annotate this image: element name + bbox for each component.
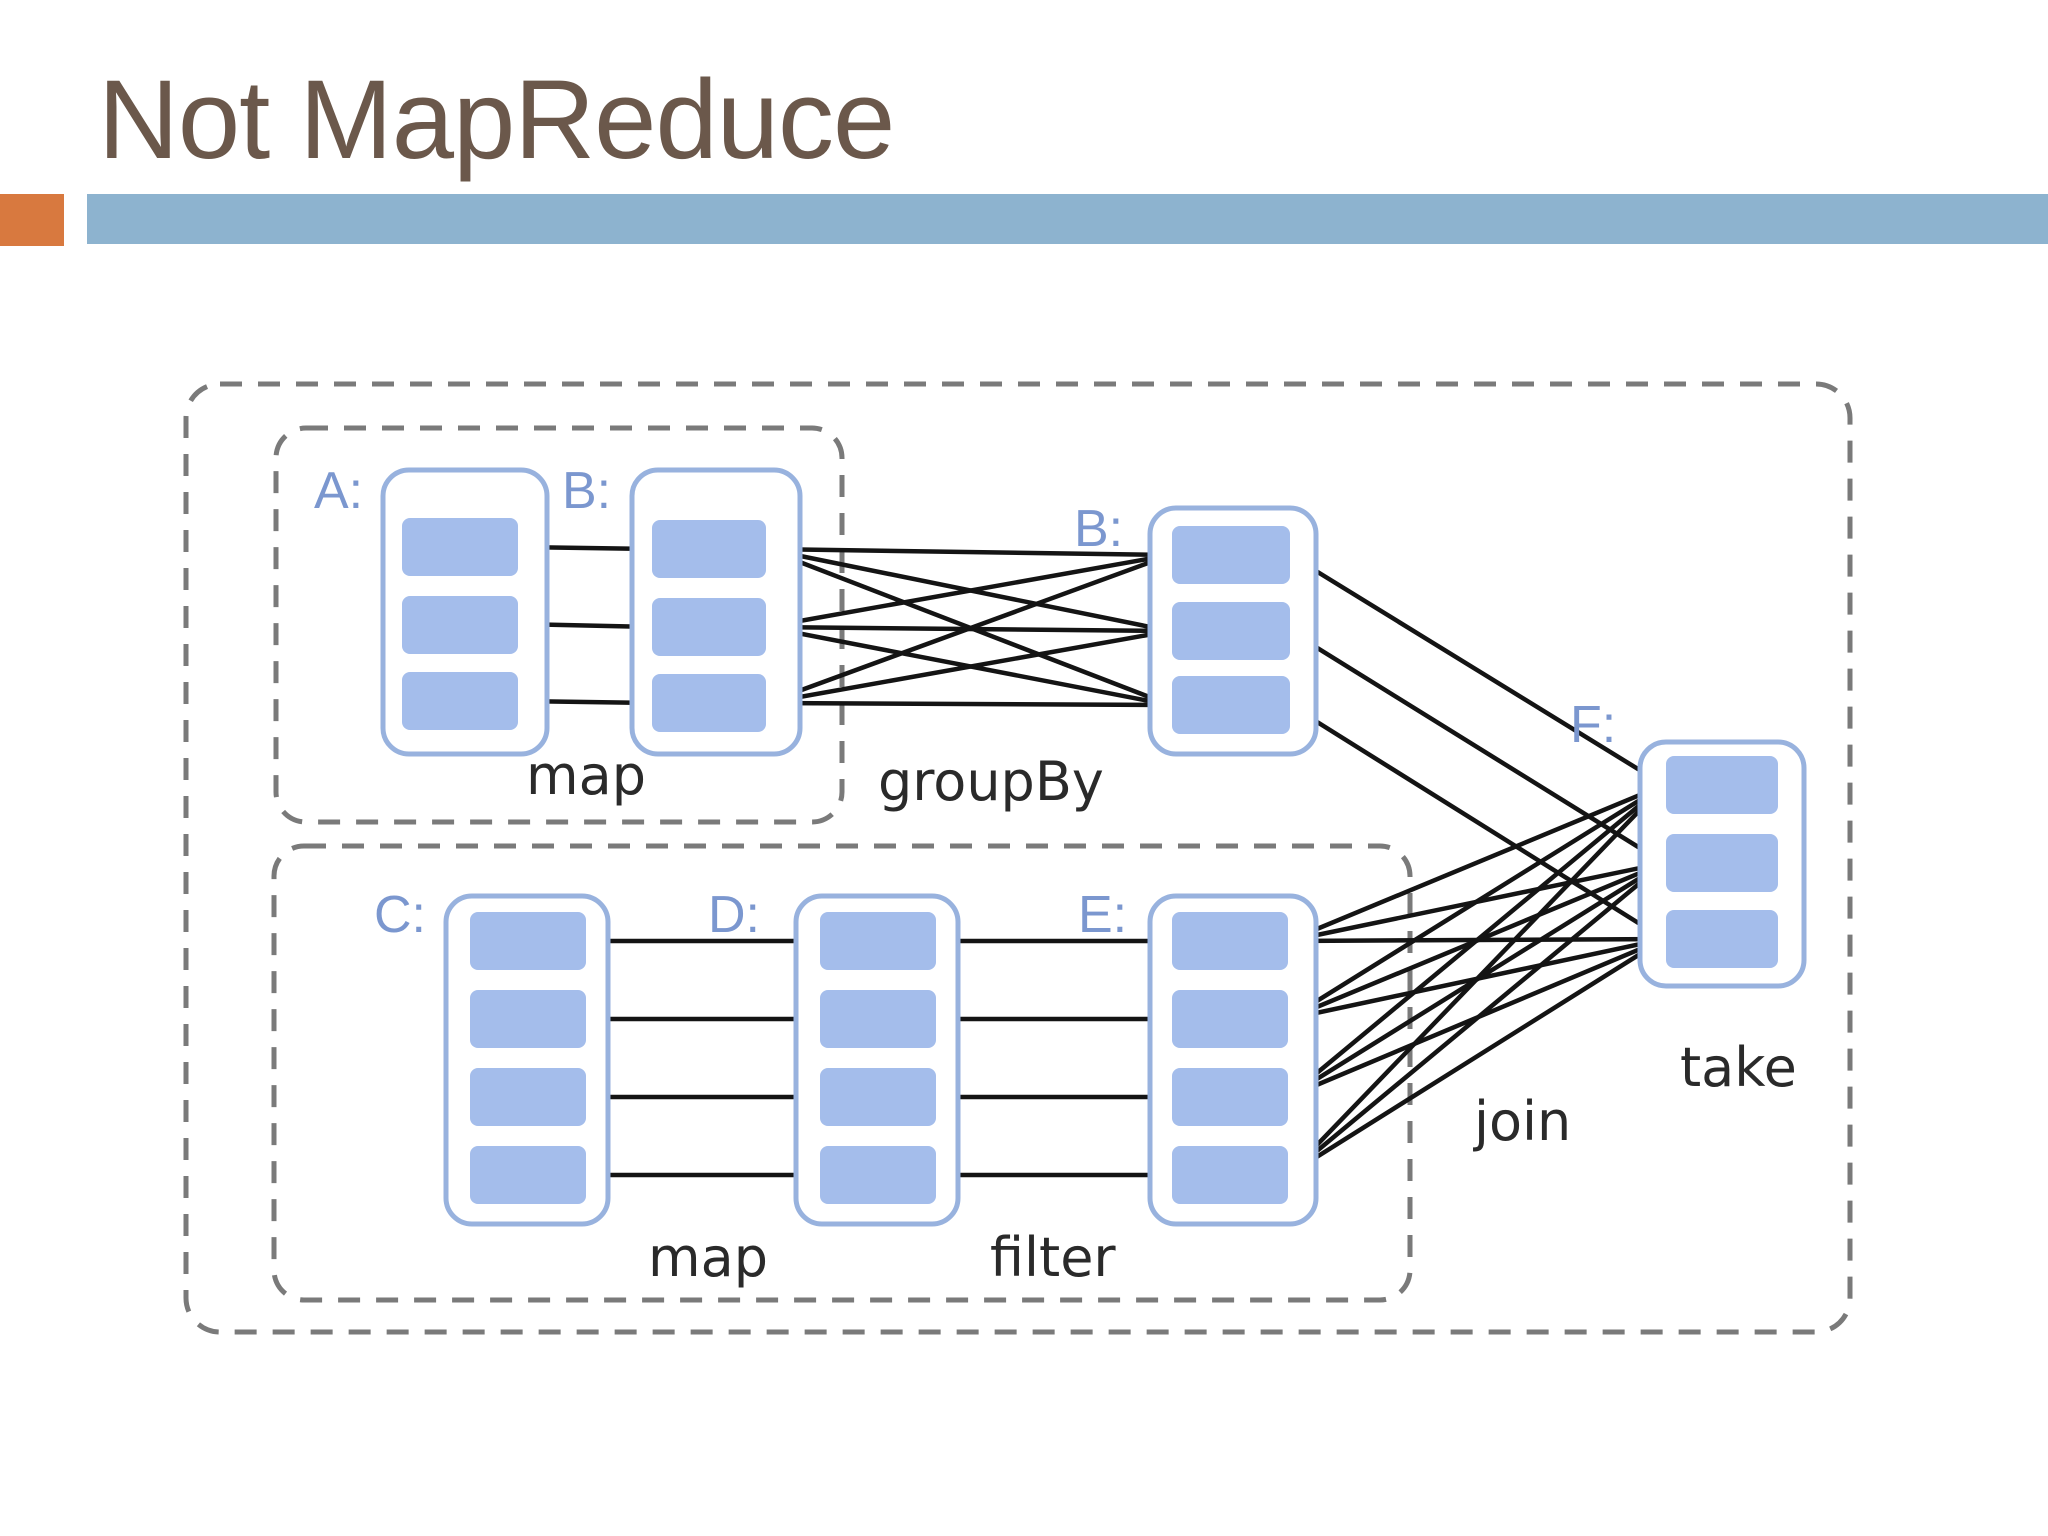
rdd-e-partition	[1172, 1068, 1288, 1126]
rdd-e-partition	[1172, 1146, 1288, 1204]
edges-group	[517, 543, 1666, 1180]
rdd-b-partition	[652, 520, 766, 578]
title-accent-square	[0, 194, 64, 246]
edge-join-e-to-f	[1286, 783, 1666, 1021]
rdd-a-container	[380, 467, 550, 757]
operation-label-map-top: map	[526, 744, 646, 807]
rdd-c-partition	[470, 990, 586, 1048]
operation-label-map-bottom: map	[648, 1226, 768, 1289]
rdd-c-container	[443, 893, 611, 1227]
edge-join-e-to-f	[1286, 861, 1666, 1177]
operation-label-filter: filter	[990, 1226, 1116, 1289]
title-rule-bar	[87, 194, 2048, 244]
edge-groupby-b-to-b	[765, 551, 1171, 630]
edge-join-e-to-f	[1286, 937, 1666, 1177]
rdd-e-partition	[1172, 990, 1288, 1048]
rdd-b-container	[629, 467, 803, 757]
dataset-label-e: E:	[1078, 886, 1127, 944]
dataset-label-d: D:	[708, 886, 760, 944]
rdd-b-grouped-container	[1147, 505, 1319, 757]
rdd-b-partition	[652, 598, 766, 656]
rdd-e-partition	[1172, 912, 1288, 970]
dataset-label-b: B:	[562, 462, 611, 520]
dataset-label-a: A:	[314, 462, 363, 520]
dataset-label-c: C:	[374, 886, 426, 944]
rdd-d-container	[793, 893, 961, 1227]
edge-join-e-to-f	[1287, 782, 1665, 944]
rdd-a-partition	[402, 596, 518, 654]
edge-groupby-b-to-b	[765, 699, 1171, 710]
operation-label-join: join	[1473, 1090, 1571, 1153]
rdd-c-partition	[470, 912, 586, 970]
rdd-b-grouped-partition	[1172, 676, 1290, 734]
slide-title: Not MapReduce	[98, 57, 895, 182]
edge-groupby-b-to-b	[765, 552, 1171, 706]
edge-groupby-b-to-b	[765, 546, 1171, 560]
rdd-a-partition	[402, 672, 518, 730]
operation-label-take: take	[1680, 1036, 1797, 1099]
rdd-a-partition	[402, 518, 518, 576]
dataset-label-f: F:	[1570, 696, 1616, 754]
rdd-f-container	[1637, 739, 1807, 989]
rdd-b-grouped-partition	[1172, 526, 1290, 584]
stage-boundary-top	[273, 425, 845, 825]
rdd-e-container	[1147, 893, 1319, 1227]
stage-boundary-bottom	[271, 843, 1413, 1303]
rdd-f-partition	[1666, 834, 1778, 892]
rdd-d-partition	[820, 1146, 936, 1204]
rdd-f-partition	[1666, 910, 1778, 968]
edge-join-b-to-f	[1288, 553, 1666, 787]
rdd-f-partition	[1666, 756, 1778, 814]
rdd-c-partition	[470, 1146, 586, 1204]
rdd-d-partition	[820, 912, 936, 970]
edge-groupby-b-to-b	[765, 627, 1171, 706]
rdd-c-partition	[470, 1068, 586, 1126]
edge-join-e-to-f	[1286, 783, 1666, 1099]
edge-join-e-to-f	[1286, 783, 1666, 1177]
operation-label-groupby: groupBy	[878, 750, 1104, 813]
rdd-d-partition	[820, 1068, 936, 1126]
stage-boundary-outer	[183, 381, 1853, 1335]
rdd-b-partition	[652, 674, 766, 732]
rdd-b-grouped-partition	[1172, 602, 1290, 660]
dataset-label-b-grouped: B:	[1074, 500, 1123, 558]
rdd-d-partition	[820, 990, 936, 1048]
